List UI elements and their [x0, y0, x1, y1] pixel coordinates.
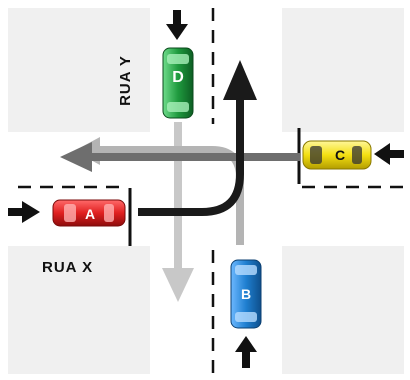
entry-arrow-south	[235, 336, 257, 368]
street-label-rua-y: RUA Y	[116, 55, 134, 106]
car-d-label: D	[172, 69, 184, 86]
sidewalk-block-bottom-right	[282, 246, 404, 374]
car-a: A	[52, 199, 126, 227]
path-car-c	[60, 142, 300, 172]
car-a-label: A	[85, 206, 95, 222]
car-b: B	[230, 259, 262, 329]
sidewalk-block-top-left	[8, 8, 150, 132]
car-c: C	[302, 140, 372, 170]
entry-arrow-north	[166, 10, 188, 40]
car-d: D	[162, 47, 194, 119]
sidewalk-block-bottom-left	[8, 246, 150, 374]
car-b-label: B	[241, 286, 251, 302]
path-car-a	[138, 60, 257, 216]
sidewalk-block-top-right	[282, 8, 404, 132]
street-label-rua-x: RUA X	[42, 259, 94, 276]
entry-arrow-west	[8, 201, 40, 223]
entry-arrow-east	[374, 143, 404, 165]
car-c-label: C	[335, 147, 345, 163]
